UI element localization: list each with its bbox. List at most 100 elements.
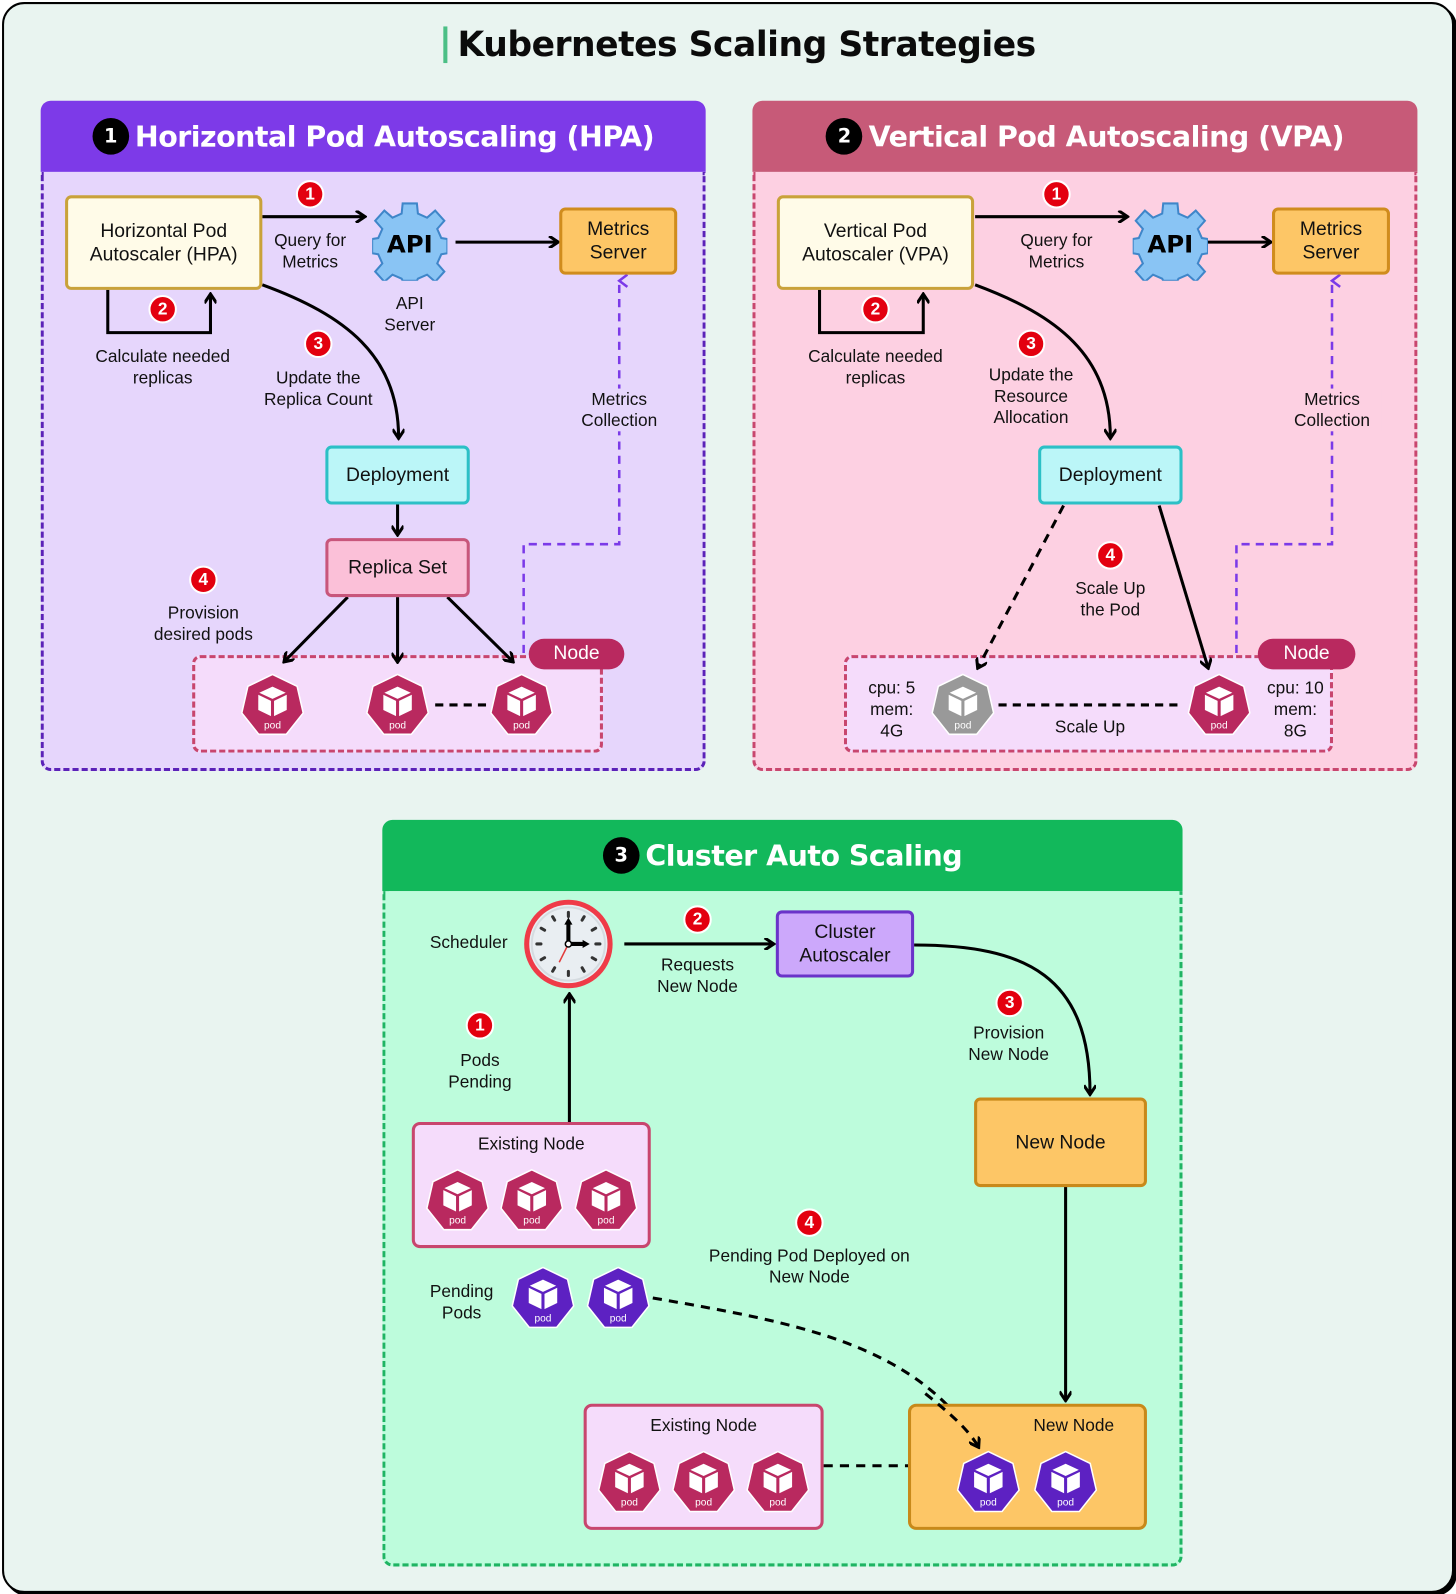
cube-icon [1051,1463,1080,1494]
vpa-old-pod[interactable]: pod [929,671,996,738]
pod-label: pod [389,720,406,731]
cube-icon [689,1463,718,1494]
cluster-step-2-label: Requests New Node [657,955,738,996]
hpa-metrics-server-box[interactable]: Metrics Server [559,207,678,275]
hpa-step-1-badge: 1 [295,180,325,209]
existing-node-bottom-label: Existing Node [650,1415,757,1436]
hpa-step-1-label: Query for Metrics [274,230,347,272]
pod-label: pod [1057,1497,1074,1508]
vpa-node-badge: Node [1257,638,1356,670]
section-number-badge: 3 [602,837,640,874]
svg-text:API: API [1147,229,1193,258]
vpa-new-pod-mem: mem: [1273,699,1318,720]
scheduler-clock-icon[interactable] [524,899,613,989]
pod-label: pod [610,1313,627,1324]
cube-icon [603,1279,633,1310]
existing-node-top-pod-2[interactable]: pod [498,1167,565,1234]
cluster-autoscaler-box[interactable]: Cluster Autoscaler [775,910,915,978]
cube-icon [948,686,978,717]
cube-icon [1204,686,1234,717]
hpa-autoscaler-box[interactable]: Horizontal Pod Autoscaler (HPA) [65,195,263,290]
vpa-step-2-label: Calculate needed replicas [808,346,943,388]
hpa-deployment-box[interactable]: Deployment [325,445,470,505]
pod-icon: pod [426,1168,490,1231]
pod-icon: pod [500,1168,564,1231]
pod-label: pod [980,1497,997,1508]
svg-text:API: API [387,229,433,258]
cluster-step-1-badge: 1 [465,1011,495,1040]
pod-icon: pod [586,1266,650,1329]
pod-icon: pod [1187,673,1251,736]
pod-label: pod [264,720,281,731]
hpa-pod-2[interactable]: pod [364,671,431,738]
hpa-step-2-badge: 2 [148,294,177,324]
new-node-bottom[interactable]: New Node [908,1403,1147,1530]
api-server-icon[interactable]: API [371,201,449,284]
vpa-step-4-badge: 4 [1096,541,1125,570]
hpa-replica-set-box[interactable]: Replica Set [325,538,470,598]
pod-label: pod [695,1497,712,1508]
vpa-new-pod[interactable]: pod [1186,671,1253,738]
existing-node-bottom-pod-2[interactable]: pod [670,1448,737,1515]
cluster-step-3-badge: 3 [995,988,1024,1018]
vpa-deployment-box[interactable]: Deployment [1038,445,1183,505]
new-node-box[interactable]: New Node [974,1097,1147,1188]
cluster-step-3-label: Provision New Node [968,1023,1050,1064]
cube-icon [507,686,536,717]
vpa-metrics-collection-label: Metrics Collection [1282,388,1382,432]
pod-label: pod [449,1216,466,1227]
cube-icon [763,1463,793,1494]
page-title: Kubernetes Scaling Strategies [443,22,1036,67]
pod-icon: pod [931,673,995,736]
pending-pod-2[interactable]: pod [585,1264,652,1331]
existing-node-top-pod-1[interactable]: pod [424,1167,491,1234]
cluster-panel-header: 3 Cluster Auto Scaling [382,819,1183,892]
vpa-autoscaler-box[interactable]: Vertical Pod Autoscaler (VPA) [776,195,975,290]
hpa-pod-1[interactable]: pod [239,671,306,738]
vpa-metrics-server-box[interactable]: Metrics Server [1272,207,1390,275]
cube-icon [615,1463,644,1494]
new-node-pod-1[interactable]: pod [955,1448,1022,1515]
api-server-label: API Server [384,293,436,335]
hpa-panel-header: 1 Horizontal Pod Autoscaling (HPA) [40,100,706,172]
vpa-step-1-label: Query for Metrics [1020,230,1093,272]
vpa-new-pod-cpu: cpu: 10 [1267,678,1324,698]
hpa-node-badge: Node [528,638,625,670]
vpa-scale-up-label: Scale Up [1054,717,1126,737]
pod-icon: pod [672,1450,736,1513]
pod-icon: pod [597,1450,661,1513]
vpa-old-pod-cpu: cpu: 5 [868,678,916,698]
vpa-panel-title: Vertical Pod Autoscaling (VPA) [868,119,1345,154]
existing-node-bottom-pod-3[interactable]: pod [744,1448,811,1515]
vpa-step-2-badge: 2 [861,294,890,324]
vpa-step-3-label: Update the Resource Allocation [988,365,1074,428]
scheduler-label: Scheduler [429,932,508,953]
vpa-old-pod-mem-value: 4G [880,721,904,741]
pod-label: pod [1211,720,1228,731]
hpa-step-3-label: Update the Replica Count [263,368,373,409]
cluster-step-4-label: Pending Pod Deployed on New Node [708,1246,910,1287]
cluster-panel-title: Cluster Auto Scaling [645,838,963,873]
pod-label: pod [513,720,530,731]
cube-icon [528,1279,558,1310]
new-node-pod-2[interactable]: pod [1032,1448,1099,1515]
cluster-step-1-label: Pods Pending [448,1050,512,1092]
pod-label: pod [523,1216,540,1227]
existing-node-top-pod-3[interactable]: pod [572,1167,639,1234]
pending-pod-1[interactable]: pod [509,1264,576,1331]
cube-icon [974,1463,1003,1494]
pod-icon: pod [366,673,430,736]
hpa-step-2-label: Calculate needed replicas [95,346,230,388]
pod-icon: pod [490,673,554,736]
vpa-api-server-icon[interactable]: API [1131,201,1209,284]
hpa-step-4-label: Provision desired pods [153,603,253,644]
hpa-pod-3[interactable]: pod [488,671,555,738]
section-number-badge: 1 [92,117,129,155]
cube-icon [258,686,287,717]
pod-label: pod [954,720,971,731]
hpa-step-4-badge: 4 [189,565,218,595]
existing-node-bottom-pod-1[interactable]: pod [596,1448,663,1515]
pod-label: pod [598,1216,615,1227]
pod-label: pod [621,1497,638,1508]
pod-icon: pod [1034,1450,1098,1513]
